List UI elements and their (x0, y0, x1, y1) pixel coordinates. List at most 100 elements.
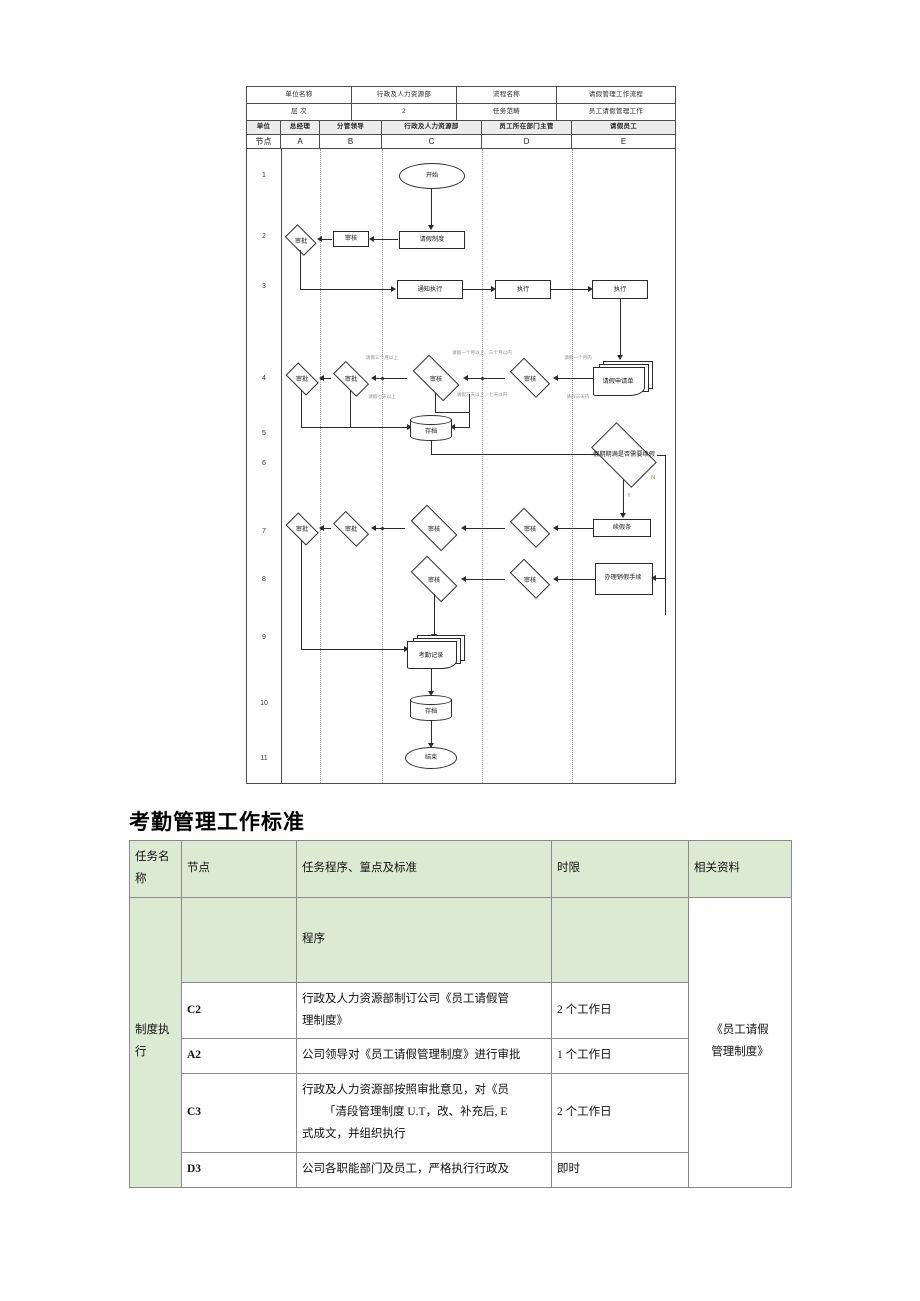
row-number: 1 (262, 172, 266, 179)
unit-header-a: 总经理 (281, 121, 320, 134)
node-a-approve-r2-label: 审批 (294, 237, 308, 245)
node-header-c: C (382, 135, 482, 148)
meta-value-unit: 行政及人力资源部 (352, 87, 457, 103)
unit-header-e: 请假员工 (609, 123, 638, 131)
connector-no-branch (665, 455, 667, 615)
connector-a-to-notify (300, 289, 393, 291)
node-attendance-record: 考勤记录 (407, 635, 467, 669)
node-d-review-r4-label: 审核 (523, 375, 537, 383)
table-row: D3 公司各职能部门及员工，严格执行行政及 即时 (130, 1151, 792, 1188)
node-archive-r10: 存档 (410, 695, 452, 721)
node-a-approve-r7: 审批 (283, 511, 321, 546)
junction-dot (381, 527, 384, 530)
junction-dot (320, 527, 323, 530)
connector-c-to-b (373, 378, 407, 380)
connector-a-down-r7 (301, 540, 303, 650)
row-number: 10 (260, 700, 268, 707)
flowchart-unit-header: 单位 总经理 分管领导 行政及人力资源部 员工所在部门主管 请假员工 (247, 121, 675, 135)
node-c-review-r8-label: 审核 (427, 576, 441, 584)
table-row: 制度执行 程序 《员工请假 管理制度》 (129, 896, 792, 1188)
unit-header-b: 分管领导 (320, 121, 382, 134)
connector-a-to-record (301, 649, 406, 651)
annotation-b-top: 请假一个月以上、三个月以内 (452, 350, 512, 355)
cell-time: 2 个工作日 (551, 1073, 689, 1153)
row-number: 3 (262, 283, 266, 290)
procedure-line-1: 行政及人力资源部按照审批意见，对《员 (302, 1084, 509, 1097)
connector-d-to-c-r7 (463, 528, 505, 530)
node-leave-form-label: 请假申请单 (602, 378, 634, 385)
node-header-d: D (482, 135, 572, 148)
row-number: 4 (262, 375, 266, 382)
cell-related-doc: 《员工请假 管理制度》 (688, 896, 792, 1188)
connector-exece-down (620, 299, 622, 357)
cell-time: 2 个工作日 (551, 981, 689, 1040)
arrow-left-icon (450, 424, 455, 430)
procedure-line-2: 理制度》 (302, 1014, 348, 1027)
table-row: C3 行政及人力资源部按照审批意见，对《员 「清段管理制度 U.T，改、补充后,… (130, 1073, 792, 1153)
procedure-line-1: 行政及人力资源部制订公司《员工请假管 (302, 992, 509, 1005)
arrow-left-icon (371, 375, 376, 381)
node-start: 开始 (399, 163, 465, 189)
process-flowchart: 单位名称 行政及人力资源部 流程名称 请假管理工作流程 层 次 2 任务范畴 员… (246, 86, 676, 784)
node-exec-d: 执行 (495, 280, 551, 299)
meta-value-scope: 员工请假管理工作 (588, 107, 644, 115)
arrow-right-icon (491, 286, 496, 292)
procedure-line-3: 式成文，并组织执行 (302, 1127, 406, 1140)
annotation-a-top: 请假三个月以上 (365, 355, 399, 360)
connector-extend-to-d (555, 528, 593, 530)
arrow-left-icon (553, 525, 558, 531)
cell-task-name: 制度执行 (129, 896, 182, 1188)
connector-b-to-a-r7 (321, 528, 331, 530)
connector-d-to-c (465, 378, 505, 380)
connector-b-to-a-r4 (321, 378, 331, 380)
flowchart-meta-row-1: 单位名称 行政及人力资源部 流程名称 请假管理工作流程 (247, 87, 675, 104)
cell-procedure: 行政及人力资源部按照审批意见，对《员 「清段管理制度 U.T，改、补充后, E … (296, 1073, 552, 1153)
meta-value-level: 2 (352, 104, 457, 120)
cell-node: A2 (181, 1038, 297, 1075)
arrow-right-icon (391, 286, 396, 292)
meta-label-unit: 单位名称 (247, 87, 352, 103)
flowchart-node-header: 节点 A B C D E (247, 135, 675, 149)
node-need-extend: 假期期满是否需要续假 (585, 422, 663, 488)
cell-time: 即时 (551, 1151, 689, 1188)
arrow-left-icon (371, 525, 376, 531)
node-c-review-r4-label: 审核 (429, 375, 443, 383)
connector-to-archive-left (452, 427, 470, 429)
work-standard-table: 任务名称 节点 任务程序、篁点及标准 时限 相关资料 制度执行 程序 《员工请假… (129, 840, 792, 1188)
node-cancel-leave-label: 办理销假手续 (604, 573, 642, 581)
node-notify-exec: 通知执行 (397, 280, 463, 299)
cell-procedure: 公司各职能部门及员工，严格执行行政及 (296, 1151, 552, 1188)
node-c-review-r7: 审核 (405, 504, 463, 552)
junction-dot (381, 377, 384, 380)
node-c-review-r7-label: 审核 (427, 525, 441, 533)
connector-b-to-a (319, 239, 332, 241)
node-need-extend-label: 假期期满是否需要续假 (593, 450, 655, 458)
annotation-a-bottom: 请假七天以上 (368, 394, 396, 399)
node-a-approve-r7-label: 审批 (295, 526, 309, 533)
table-row: C2 行政及人力资源部制订公司《员工请假管 理制度》 2 个工作日 (130, 981, 792, 1040)
node-a-approve-r4: 审批 (283, 361, 321, 396)
connector-a-down-r4 (301, 390, 303, 428)
procedure-line-2: 「清段管理制度 U.T，改、补充后, E (324, 1106, 508, 1119)
node-header-e: E (620, 136, 627, 146)
arrow-left-icon (461, 576, 466, 582)
connector-d-to-c-r8 (463, 579, 505, 581)
arrow-down-icon (428, 743, 434, 748)
column-divider-0 (281, 149, 282, 783)
arrow-left-icon (369, 236, 374, 242)
node-archive-r10-label: 存档 (424, 707, 438, 715)
cell-time: 1 个工作日 (551, 1038, 689, 1075)
connector-a-to-archive (301, 427, 409, 429)
node-c-review-r8: 审核 (405, 555, 463, 603)
node-d-review-r7-label: 审核 (523, 525, 537, 533)
node-a-approve-r4-label: 审批 (295, 376, 309, 383)
unit-header-d: 员工所在部门主管 (482, 121, 572, 134)
node-a-approve-r2: 审批 (283, 224, 319, 256)
row-number: 2 (262, 233, 266, 240)
arrow-down-icon (620, 513, 626, 518)
connector-c-to-b-r7 (373, 528, 405, 530)
flowchart-canvas: 1 2 3 4 5 6 7 8 9 10 11 开始 请假制度 审核 审批 (247, 149, 675, 783)
cell-node: C3 (181, 1073, 297, 1153)
node-leave-form: 请假申请单 (593, 361, 653, 396)
node-d-review-r7: 审核 (505, 507, 555, 549)
